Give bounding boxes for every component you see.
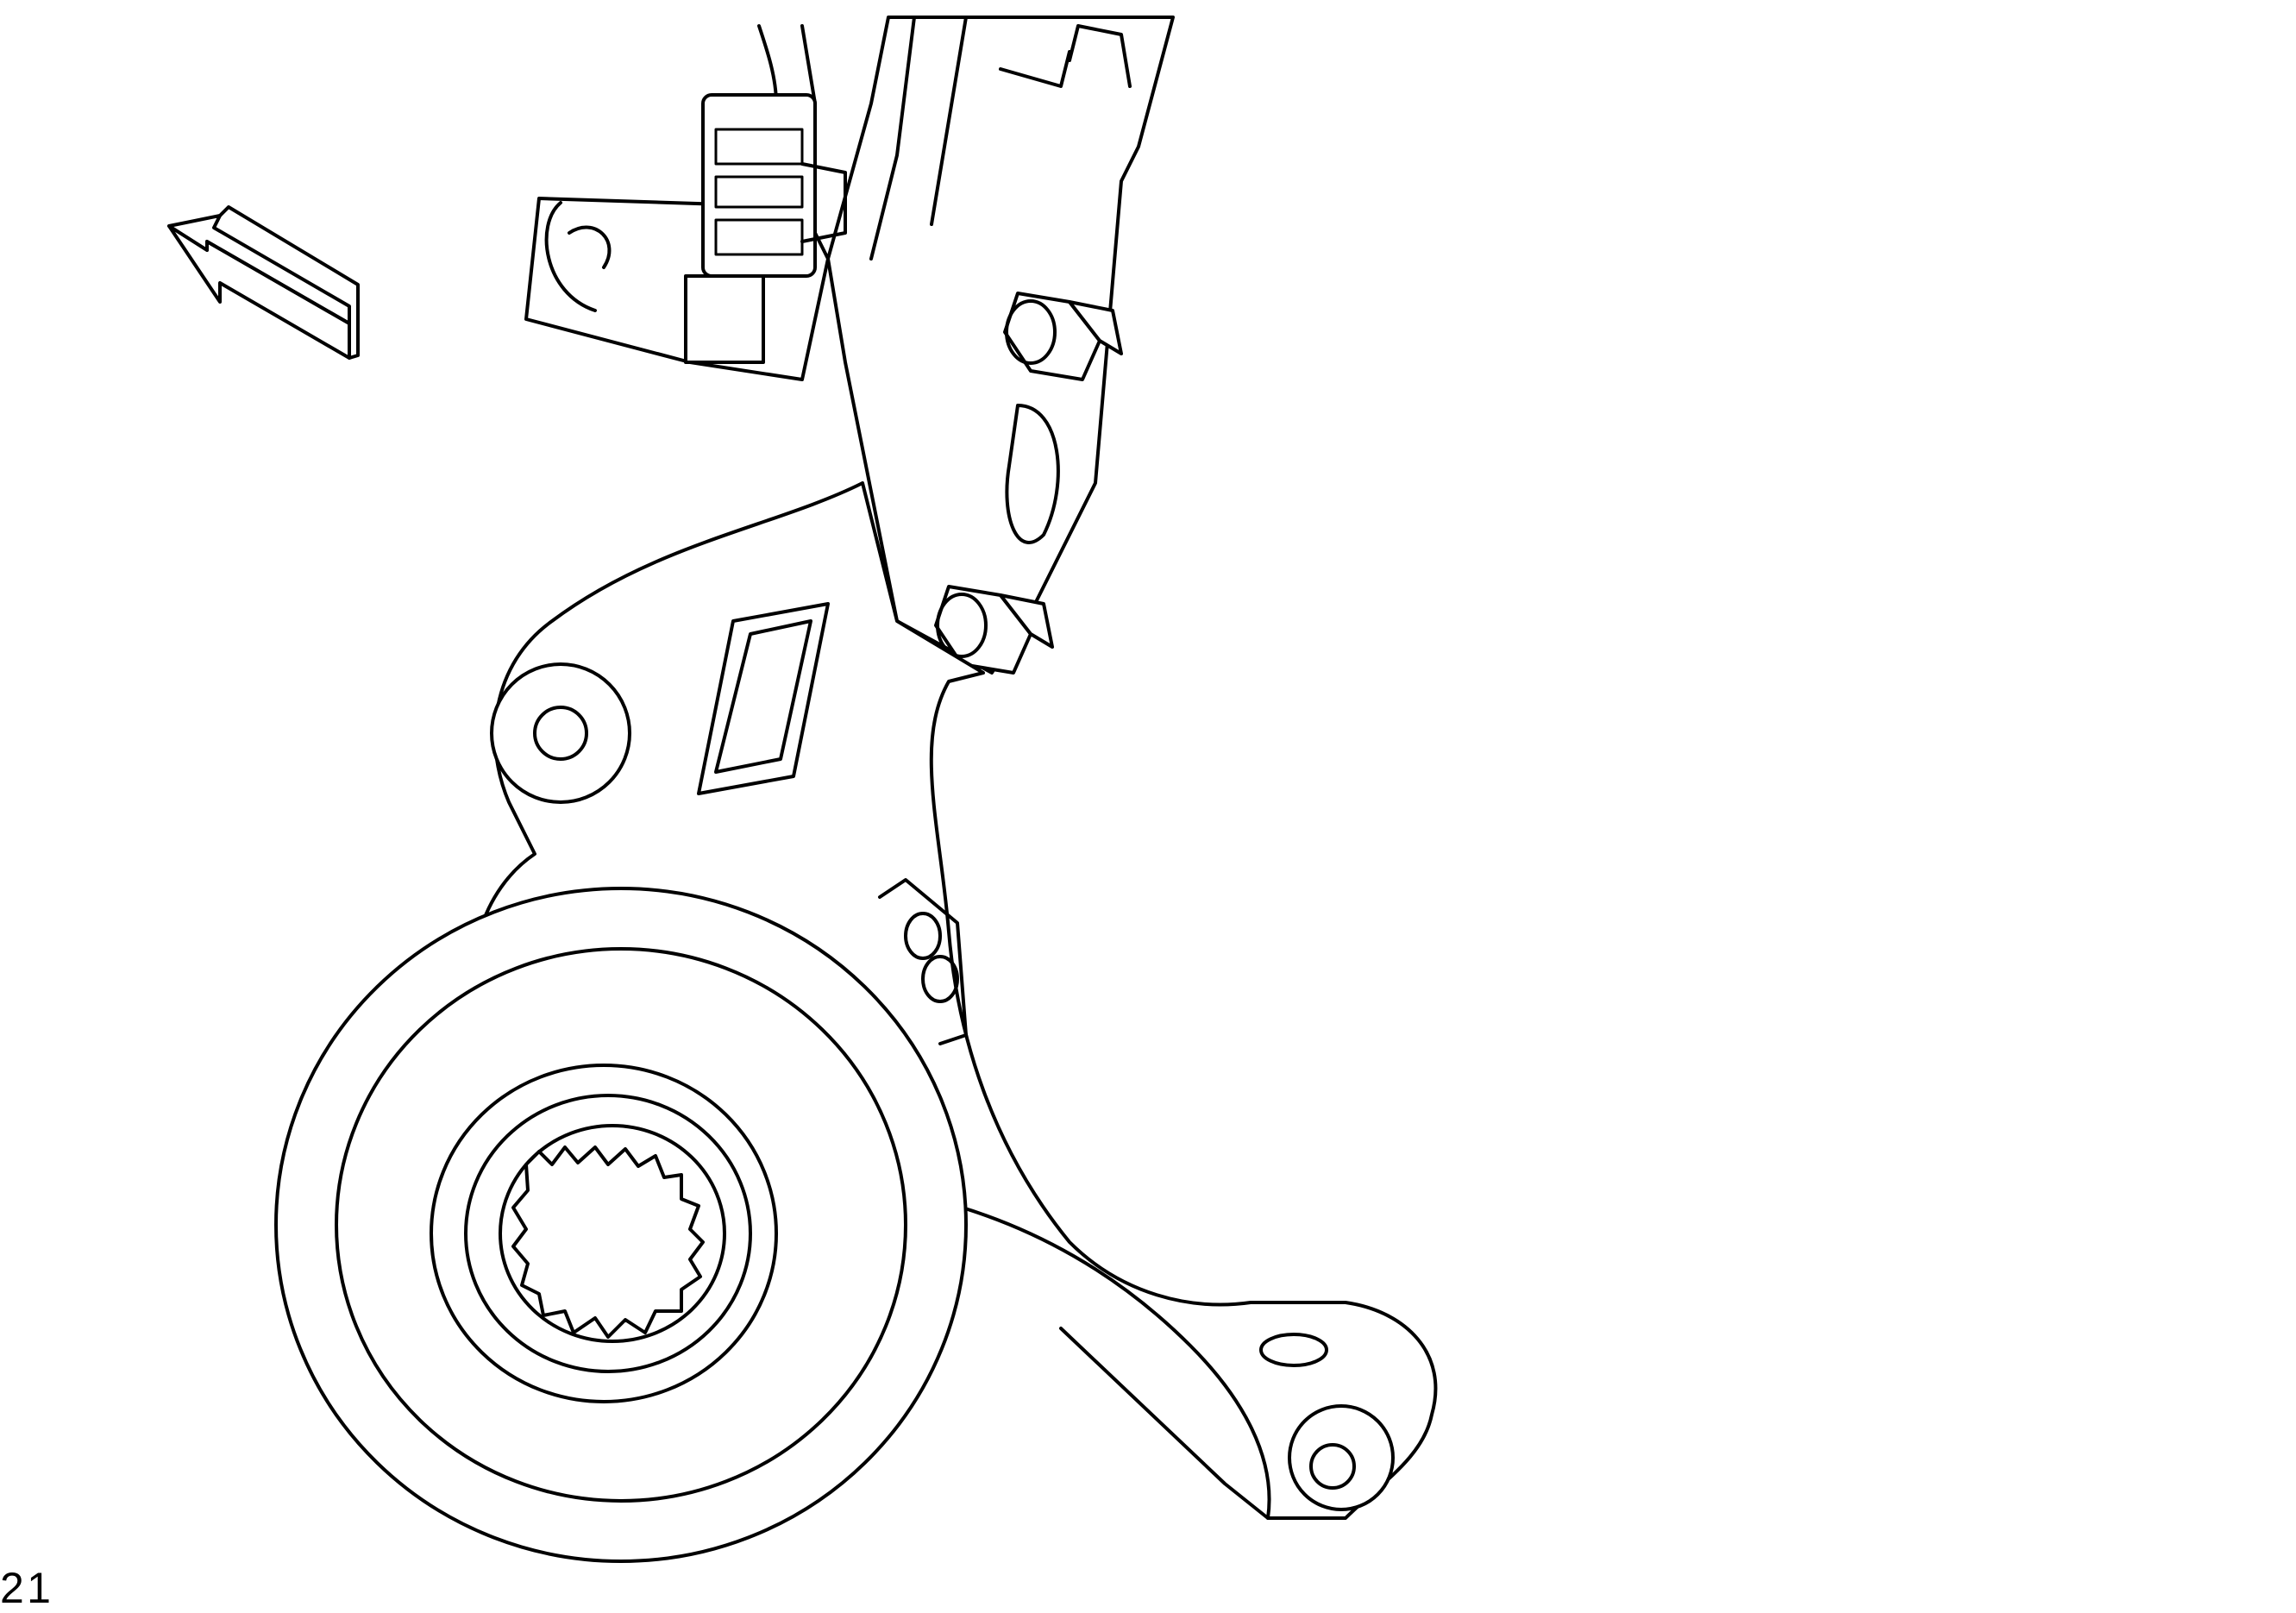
- callout-2-leader: 2: [0, 1564, 27, 1612]
- callout-2-label: 2: [0, 1564, 24, 1612]
- callout-1-label: 1: [27, 1564, 51, 1612]
- callout-2: 2: [0, 1564, 27, 1612]
- diagram-canvas: 2 1: [0, 16, 1438, 1612]
- callout-1-leader: 1: [27, 1564, 51, 1612]
- steering-knuckle: [471, 481, 1438, 1520]
- front-direction-arrow-icon: [167, 205, 360, 360]
- wheel-speed-sensor-diagram: [167, 16, 1438, 1563]
- upper-harness-connector: [684, 24, 847, 364]
- callout-1: 1: [27, 1564, 51, 1612]
- wheel-hub: [274, 887, 968, 1563]
